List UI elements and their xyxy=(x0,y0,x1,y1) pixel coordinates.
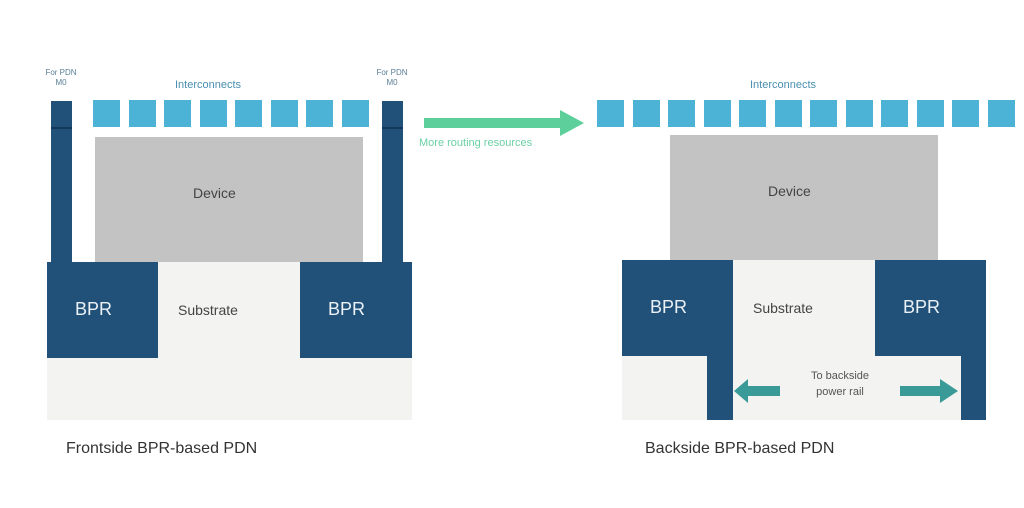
frontside-interconnect xyxy=(235,100,262,127)
backside-interconnect xyxy=(774,100,802,127)
backside-device xyxy=(670,135,938,260)
backside-caption: Backside BPR-based PDN xyxy=(645,440,835,457)
frontside-bpr-left xyxy=(47,262,158,358)
backside-interconnect xyxy=(668,100,695,127)
backside-bpr-left-label: BPR xyxy=(650,297,688,317)
backside-arrow-label-line1: To backside xyxy=(810,370,870,382)
backside-bpr-right-label: BPR xyxy=(903,297,941,317)
pdn-label-line2: M0 xyxy=(55,78,67,87)
frontside-bpr-right-label: BPR xyxy=(328,299,366,319)
backside-arrow-label: To backside power rail xyxy=(800,368,880,400)
backside-interconnect xyxy=(952,100,979,127)
backside-interconnect xyxy=(810,100,837,127)
backside-interconnect xyxy=(987,100,1015,127)
routing-arrow-icon xyxy=(424,110,584,136)
frontside-interconnect xyxy=(270,100,298,127)
backside-arrow-label-line2: power rail xyxy=(816,386,864,398)
backside-interconnect xyxy=(632,100,660,127)
routing-arrow-shape xyxy=(424,110,584,136)
frontside-substrate-label: Substrate xyxy=(178,302,238,318)
backside-bpr-right xyxy=(875,260,986,356)
arrow-right-icon xyxy=(900,379,958,403)
frontside-interconnects-label: Interconnects xyxy=(175,79,242,91)
frontside-interconnect xyxy=(128,100,156,127)
frontside-interconnect xyxy=(93,100,120,127)
backside-bpr-left xyxy=(622,260,733,356)
backside-bpr-left-via xyxy=(707,355,733,420)
backside-interconnect xyxy=(845,100,873,127)
frontside-device-label: Device xyxy=(193,185,236,201)
arrow-left-icon xyxy=(734,379,780,403)
pdn-label-line1: For PDN xyxy=(45,68,77,77)
backside-interconnect xyxy=(597,100,624,127)
pdn-label-line2: M0 xyxy=(386,78,398,87)
backside-interconnect xyxy=(739,100,766,127)
frontside-interconnect xyxy=(199,100,227,127)
frontside-device xyxy=(95,137,363,262)
frontside-right-m0-divider xyxy=(382,127,403,129)
frontside-left-pdn-label: For PDN M0 xyxy=(40,68,82,88)
frontside-right-pdn-label: For PDN M0 xyxy=(371,68,413,88)
frontside-interconnect xyxy=(341,100,369,127)
frontside-right-m0-pillar xyxy=(382,101,403,263)
pdn-label-line1: For PDN xyxy=(376,68,408,77)
backside-interconnect xyxy=(881,100,908,127)
backside-interconnect xyxy=(916,100,944,127)
routing-arrow-label: More routing resources xyxy=(419,137,533,149)
backside-interconnect xyxy=(703,100,731,127)
backside-device-label: Device xyxy=(768,183,811,199)
frontside-left-m0-divider xyxy=(51,127,72,129)
frontside-interconnect xyxy=(164,100,191,127)
backside-interconnects-label: Interconnects xyxy=(750,79,817,91)
backside-substrate-label: Substrate xyxy=(753,300,813,316)
frontside-interconnect xyxy=(306,100,333,127)
frontside-left-m0-pillar xyxy=(51,101,72,263)
frontside-caption: Frontside BPR-based PDN xyxy=(66,440,258,457)
frontside-bpr-left-label: BPR xyxy=(75,299,113,319)
backside-bpr-right-via xyxy=(961,355,986,420)
frontside-bpr-right xyxy=(300,262,412,358)
